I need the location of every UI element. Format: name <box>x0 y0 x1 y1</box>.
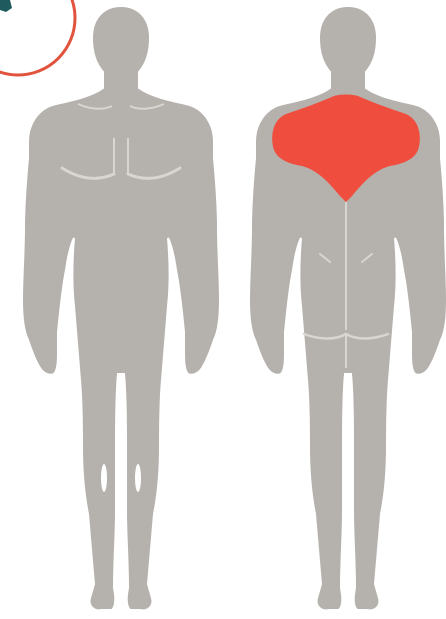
front-body-figure <box>22 6 220 610</box>
back-body-figure <box>249 6 446 610</box>
equipment-badge-icon <box>0 0 75 75</box>
